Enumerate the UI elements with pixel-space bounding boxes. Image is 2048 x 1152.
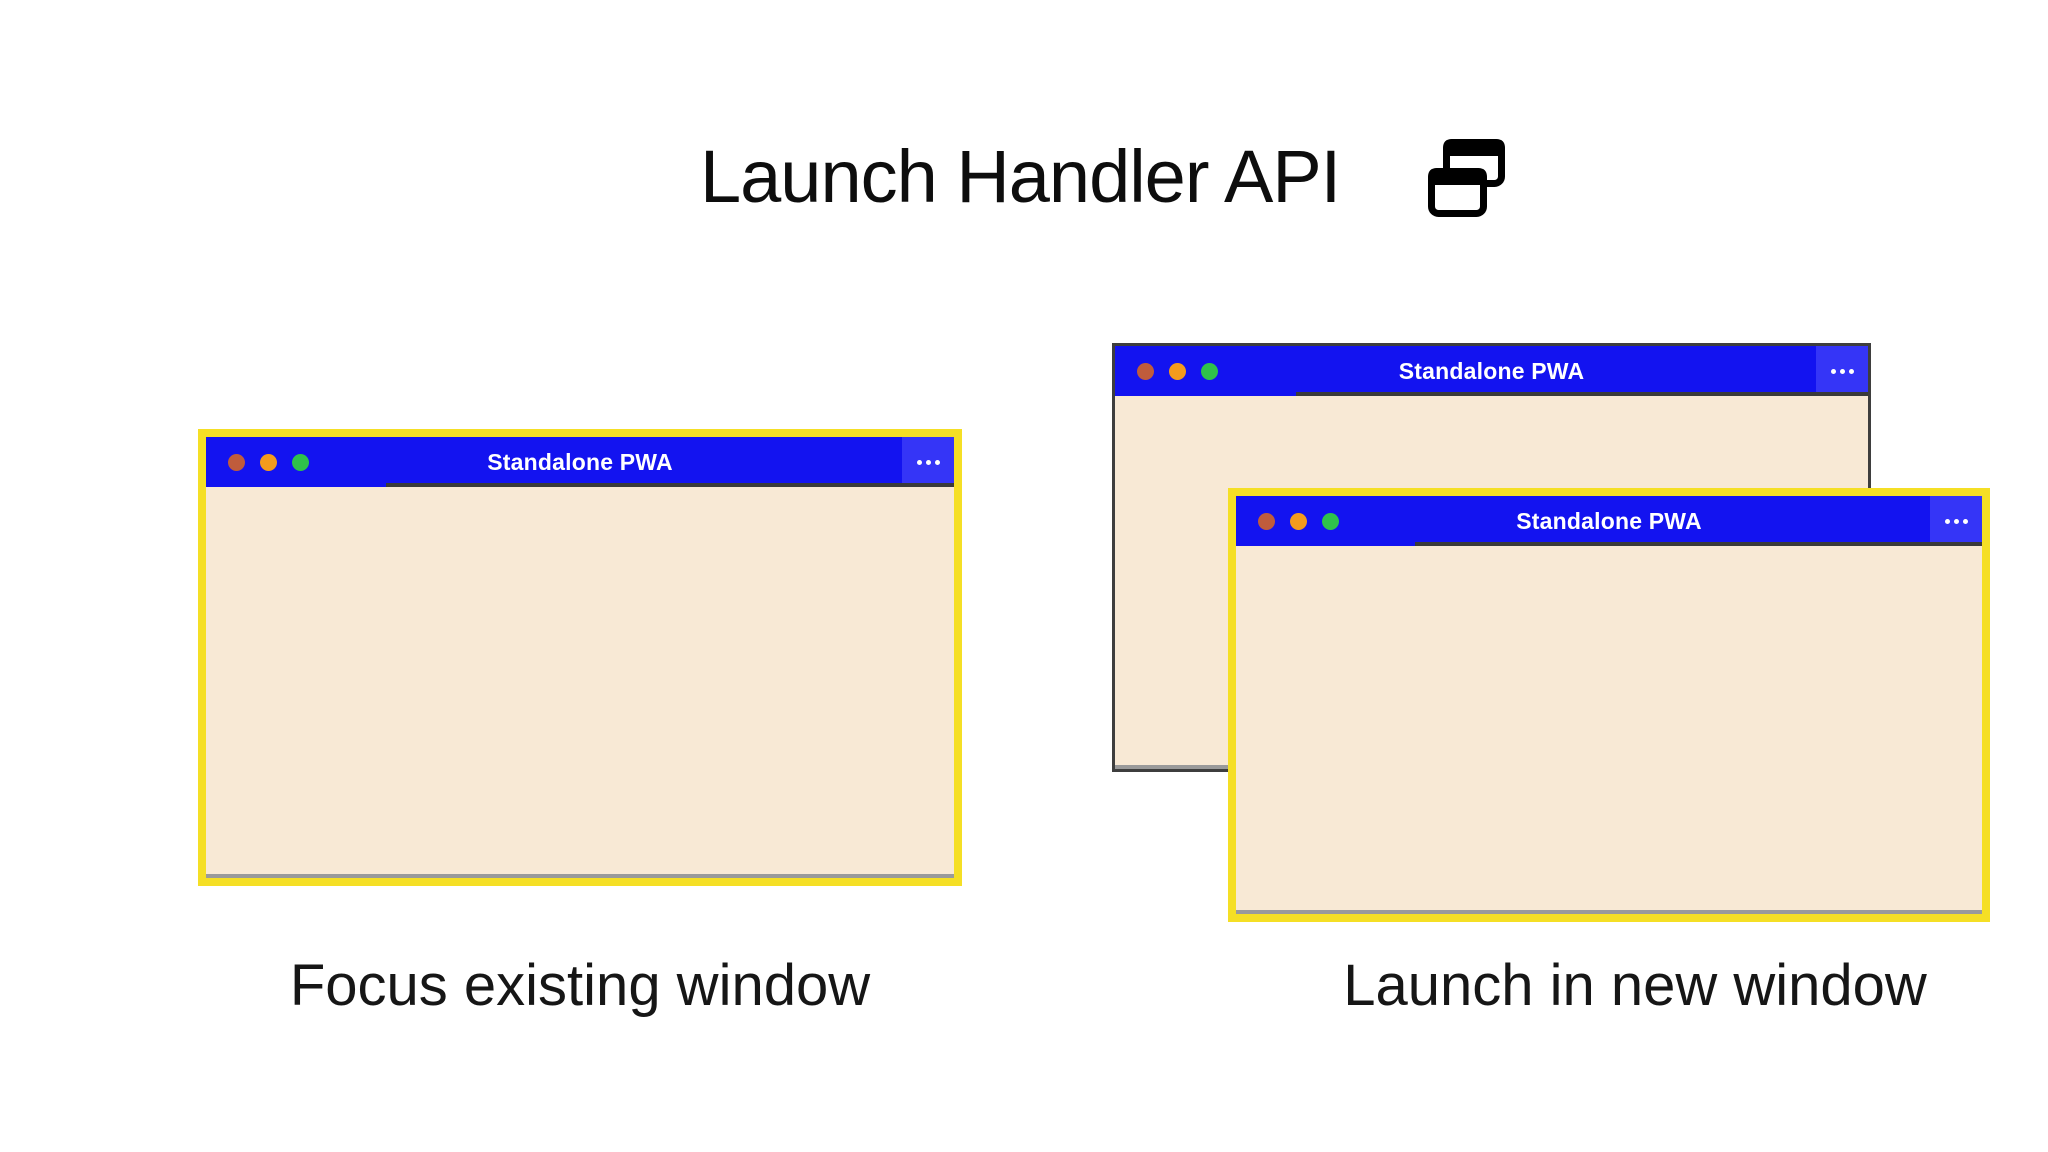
ellipsis-icon (916, 459, 922, 465)
minimize-button[interactable] (1169, 362, 1186, 380)
titlebar[interactable]: Standalone PWA (1236, 496, 1982, 546)
ellipsis-icon (925, 459, 931, 465)
maximize-button[interactable] (1201, 362, 1218, 380)
page-title: Launch Handler API (700, 135, 1341, 218)
minimize-button[interactable] (1290, 512, 1307, 530)
close-button[interactable] (1258, 512, 1275, 530)
overlapping-windows-icon (1428, 139, 1506, 224)
ellipsis-icon (1830, 368, 1836, 374)
caption-focus-existing: Focus existing window (289, 953, 871, 1018)
overflow-menu-button[interactable] (1930, 496, 1982, 546)
ellipsis-icon (934, 459, 940, 465)
window-content (206, 487, 954, 878)
maximize-button[interactable] (1322, 512, 1339, 530)
traffic-lights (1137, 346, 1218, 396)
new-launched-window: Standalone PWA (1228, 488, 1990, 922)
ellipsis-icon (1848, 368, 1854, 374)
close-button[interactable] (228, 453, 245, 471)
ellipsis-icon (1944, 518, 1950, 524)
window-content (1236, 546, 1982, 914)
overflow-menu-button[interactable] (902, 437, 954, 487)
caption-launch-new: Launch in new window (1343, 953, 1927, 1018)
overflow-menu-button[interactable] (1816, 346, 1868, 396)
traffic-lights (228, 437, 309, 487)
traffic-lights (1258, 496, 1339, 546)
titlebar[interactable]: Standalone PWA (206, 437, 954, 487)
minimize-button[interactable] (260, 453, 277, 471)
ellipsis-icon (1953, 518, 1959, 524)
close-button[interactable] (1137, 362, 1154, 380)
focus-existing-window: Standalone PWA (198, 429, 962, 886)
window-title: Standalone PWA (1516, 507, 1702, 534)
window-title: Standalone PWA (487, 448, 673, 475)
ellipsis-icon (1839, 368, 1845, 374)
titlebar[interactable]: Standalone PWA (1115, 346, 1868, 396)
window-title: Standalone PWA (1398, 357, 1585, 384)
ellipsis-icon (1962, 518, 1968, 524)
maximize-button[interactable] (292, 453, 309, 471)
